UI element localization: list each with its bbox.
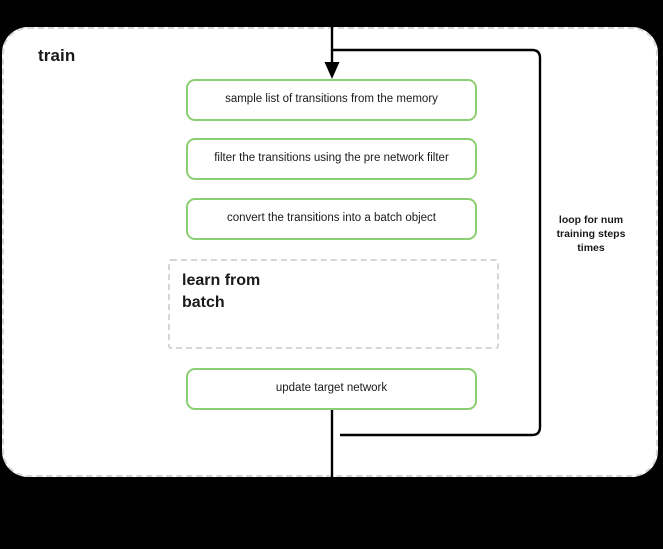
learn-from-batch-title: learn from batch (182, 272, 261, 311)
step-label: update target network (275, 382, 388, 395)
step-label: convert the transitions into a batch obj… (226, 212, 437, 225)
step-filter-transitions[interactable]: filter the transitions using the pre net… (186, 138, 477, 180)
step-convert-transitions-to-batch[interactable]: convert the transitions into a batch obj… (186, 198, 477, 240)
learn-from-batch-block[interactable]: learn from batch (168, 259, 499, 349)
step-sample-list-of-transitions[interactable]: sample list of transitions from the memo… (186, 79, 477, 121)
step-update-target-network[interactable]: update target network (186, 368, 477, 410)
step-label: filter the transitions using the pre net… (214, 152, 449, 165)
loop-annotation-label: loop for num training steps times (556, 214, 626, 254)
page-title: train (38, 46, 76, 65)
step-label: sample list of transitions from the memo… (225, 93, 438, 106)
